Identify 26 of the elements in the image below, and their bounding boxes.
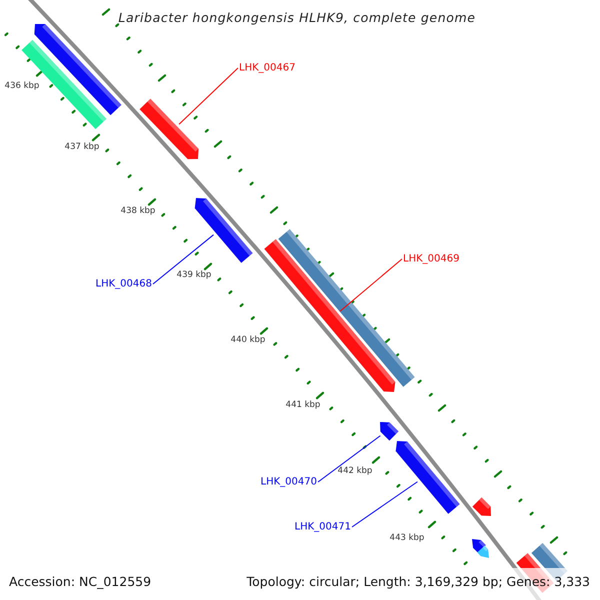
scale-label: 439 kbp bbox=[176, 271, 212, 281]
gene-label: LHK_00467 bbox=[239, 62, 296, 74]
scale-label: 441 kbp bbox=[286, 401, 320, 411]
gene-label: LHK_00470 bbox=[260, 476, 317, 488]
scale-label: 442 kbp bbox=[338, 467, 372, 477]
scale-label: 436 kbp bbox=[4, 82, 40, 92]
scale-label: 438 kbp bbox=[120, 207, 156, 217]
gene-feature bbox=[396, 441, 460, 514]
scale-label: 443 kbp bbox=[390, 534, 424, 544]
leader-line bbox=[318, 435, 381, 482]
gene-feature bbox=[380, 422, 399, 441]
leader-line bbox=[340, 258, 402, 312]
title: Laribacter hongkongensis HLHK9, complete genome bbox=[118, 10, 476, 26]
gene-label: LHK_00468 bbox=[96, 278, 152, 290]
leader-line bbox=[352, 481, 418, 528]
leader-line bbox=[152, 234, 214, 284]
accession-text: Accession: NC_012559 bbox=[9, 574, 152, 590]
gene-label: LHK_00471 bbox=[294, 521, 351, 533]
scale-label: 440 kbp bbox=[230, 336, 266, 346]
gene-feature bbox=[194, 198, 253, 263]
gene-feature bbox=[264, 239, 396, 392]
leader-line bbox=[178, 68, 238, 125]
gene-feature bbox=[140, 98, 199, 160]
genome-info-text: Topology: circular; Length: 3,169,329 bp; Genes: 3,333 bbox=[246, 574, 590, 590]
scale-label: 437 kbp bbox=[64, 143, 100, 153]
gene-label: LHK_00469 bbox=[403, 253, 460, 265]
